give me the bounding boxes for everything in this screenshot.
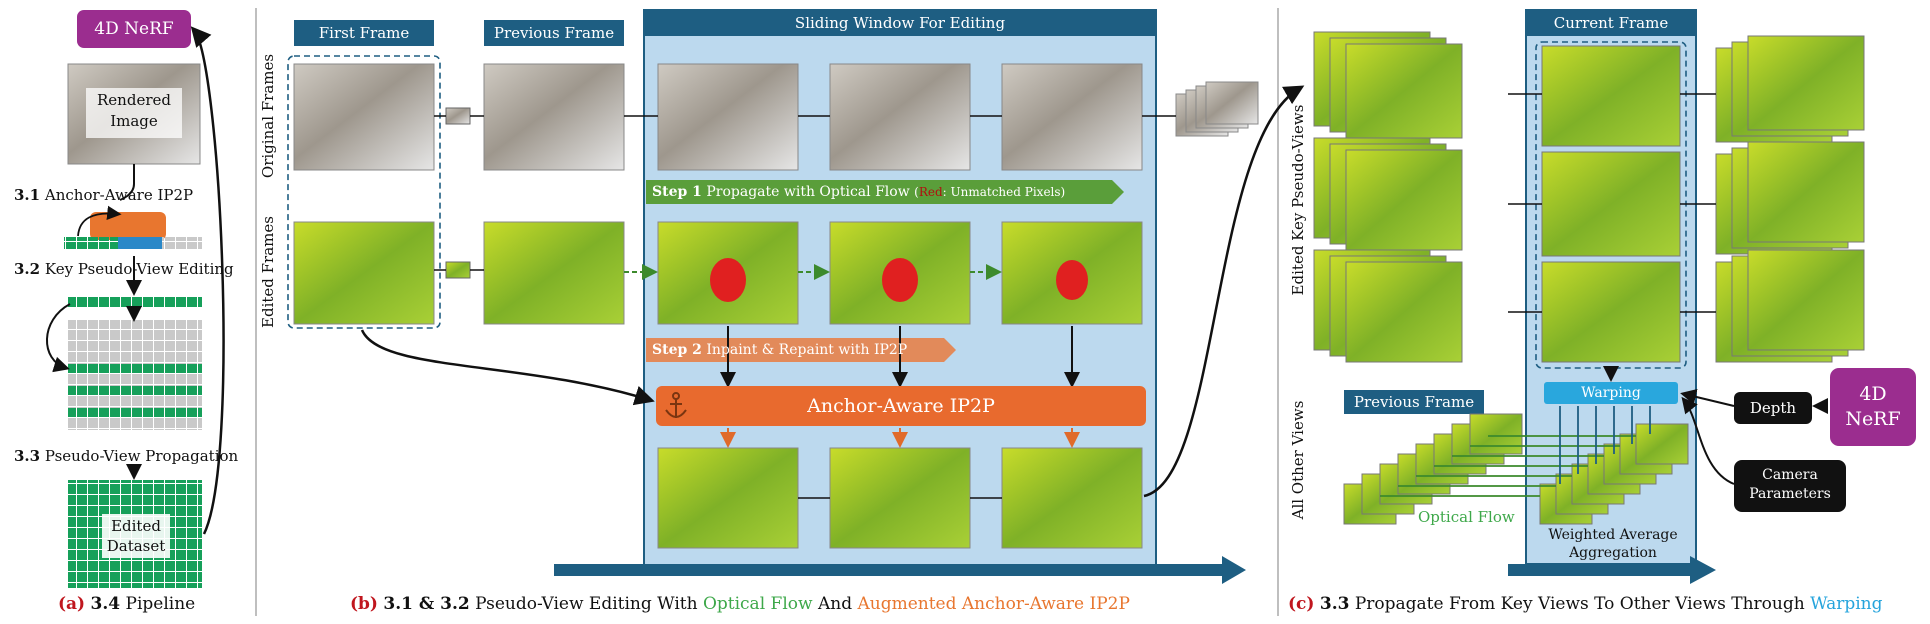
sliding-window-title: Sliding Window For Editing — [794, 14, 1006, 32]
edited-frames-label: Edited Frames — [259, 216, 277, 328]
camera-box — [1734, 460, 1846, 512]
edited-dataset-label: Edited Dataset — [106, 517, 166, 555]
current-frame-title: Current Frame — [1553, 14, 1669, 32]
ip2p-mini-box — [90, 212, 166, 240]
step31-label: 3.1 Anchor-Aware IP2P — [14, 186, 194, 204]
previous-frame-stack — [1343, 413, 1523, 525]
key-view-stack-right — [1715, 35, 1865, 363]
c-previous-frame-title: Previous Frame — [1353, 393, 1475, 411]
c-nerf-label: 4D NeRF — [1845, 383, 1901, 430]
previous-frame-title: Previous Frame — [493, 24, 615, 42]
caption-a: (a) 3.4 Pipeline — [58, 594, 196, 614]
anchor-ip2p-label: Anchor-Aware IP2P — [807, 395, 995, 417]
panel-b-editing — [287, 9, 1305, 584]
rendered-image-label: Rendered Image — [97, 91, 171, 130]
step1-banner — [646, 180, 1124, 204]
key-view-strip — [68, 296, 202, 308]
nerf-box — [77, 10, 191, 48]
warping-label: Warping — [1581, 385, 1641, 401]
caption-c: (c) 3.3 Propagate From Key Views To Othe… — [1288, 594, 1883, 614]
edited-key-views-label: Edited Key Pseudo-Views — [1289, 104, 1307, 296]
time-arrow-b — [554, 556, 1246, 584]
original-frames-label: Original Frames — [259, 53, 277, 179]
panel-a-pipeline — [46, 10, 225, 588]
step32-label: 3.2 Key Pseudo-View Editing — [14, 260, 234, 278]
weighted-average-label: Weighted Average Aggregation — [1548, 527, 1678, 561]
panel-c-propagate — [1313, 9, 1916, 584]
time-arrow-c — [1508, 556, 1716, 584]
pseudo-view-grid — [68, 320, 202, 430]
original-frames-row — [293, 63, 1259, 171]
frame-strip — [64, 237, 202, 249]
first-frame-header — [294, 20, 434, 46]
nerf-label: 4D NeRF — [94, 19, 174, 39]
optical-flow-label: Optical Flow — [1418, 508, 1515, 526]
step2-label: Step 2 Inpaint & Repaint with IP2P — [652, 342, 908, 358]
depth-label: Depth — [1749, 399, 1797, 417]
first-frame-title: First Frame — [318, 24, 410, 42]
key-view-current — [1541, 45, 1681, 363]
step1-label: Step 1 Propagate with Optical Flow (Red:… — [652, 184, 1066, 200]
anchor-icon — [665, 392, 687, 418]
key-view-stack-left — [1313, 31, 1463, 363]
anchor-ip2p-box — [656, 386, 1146, 426]
caption-b: (b) 3.1 & 3.2 Pseudo-View Editing With O… — [350, 594, 1130, 614]
edited-frames-row — [293, 221, 1143, 325]
step33-label: 3.3 Pseudo-View Propagation — [14, 447, 239, 465]
result-frames-row — [657, 447, 1143, 549]
warping-box — [1544, 382, 1678, 404]
c-previous-frame-header — [1344, 390, 1484, 414]
all-other-views-label: All Other Views — [1289, 400, 1307, 520]
camera-label: Camera Parameters — [1749, 467, 1831, 502]
first-frame-dashed-box — [287, 55, 441, 329]
step2-banner — [646, 338, 956, 362]
previous-frame-header — [484, 20, 624, 46]
depth-box — [1734, 392, 1812, 424]
c-nerf-box — [1830, 368, 1916, 446]
